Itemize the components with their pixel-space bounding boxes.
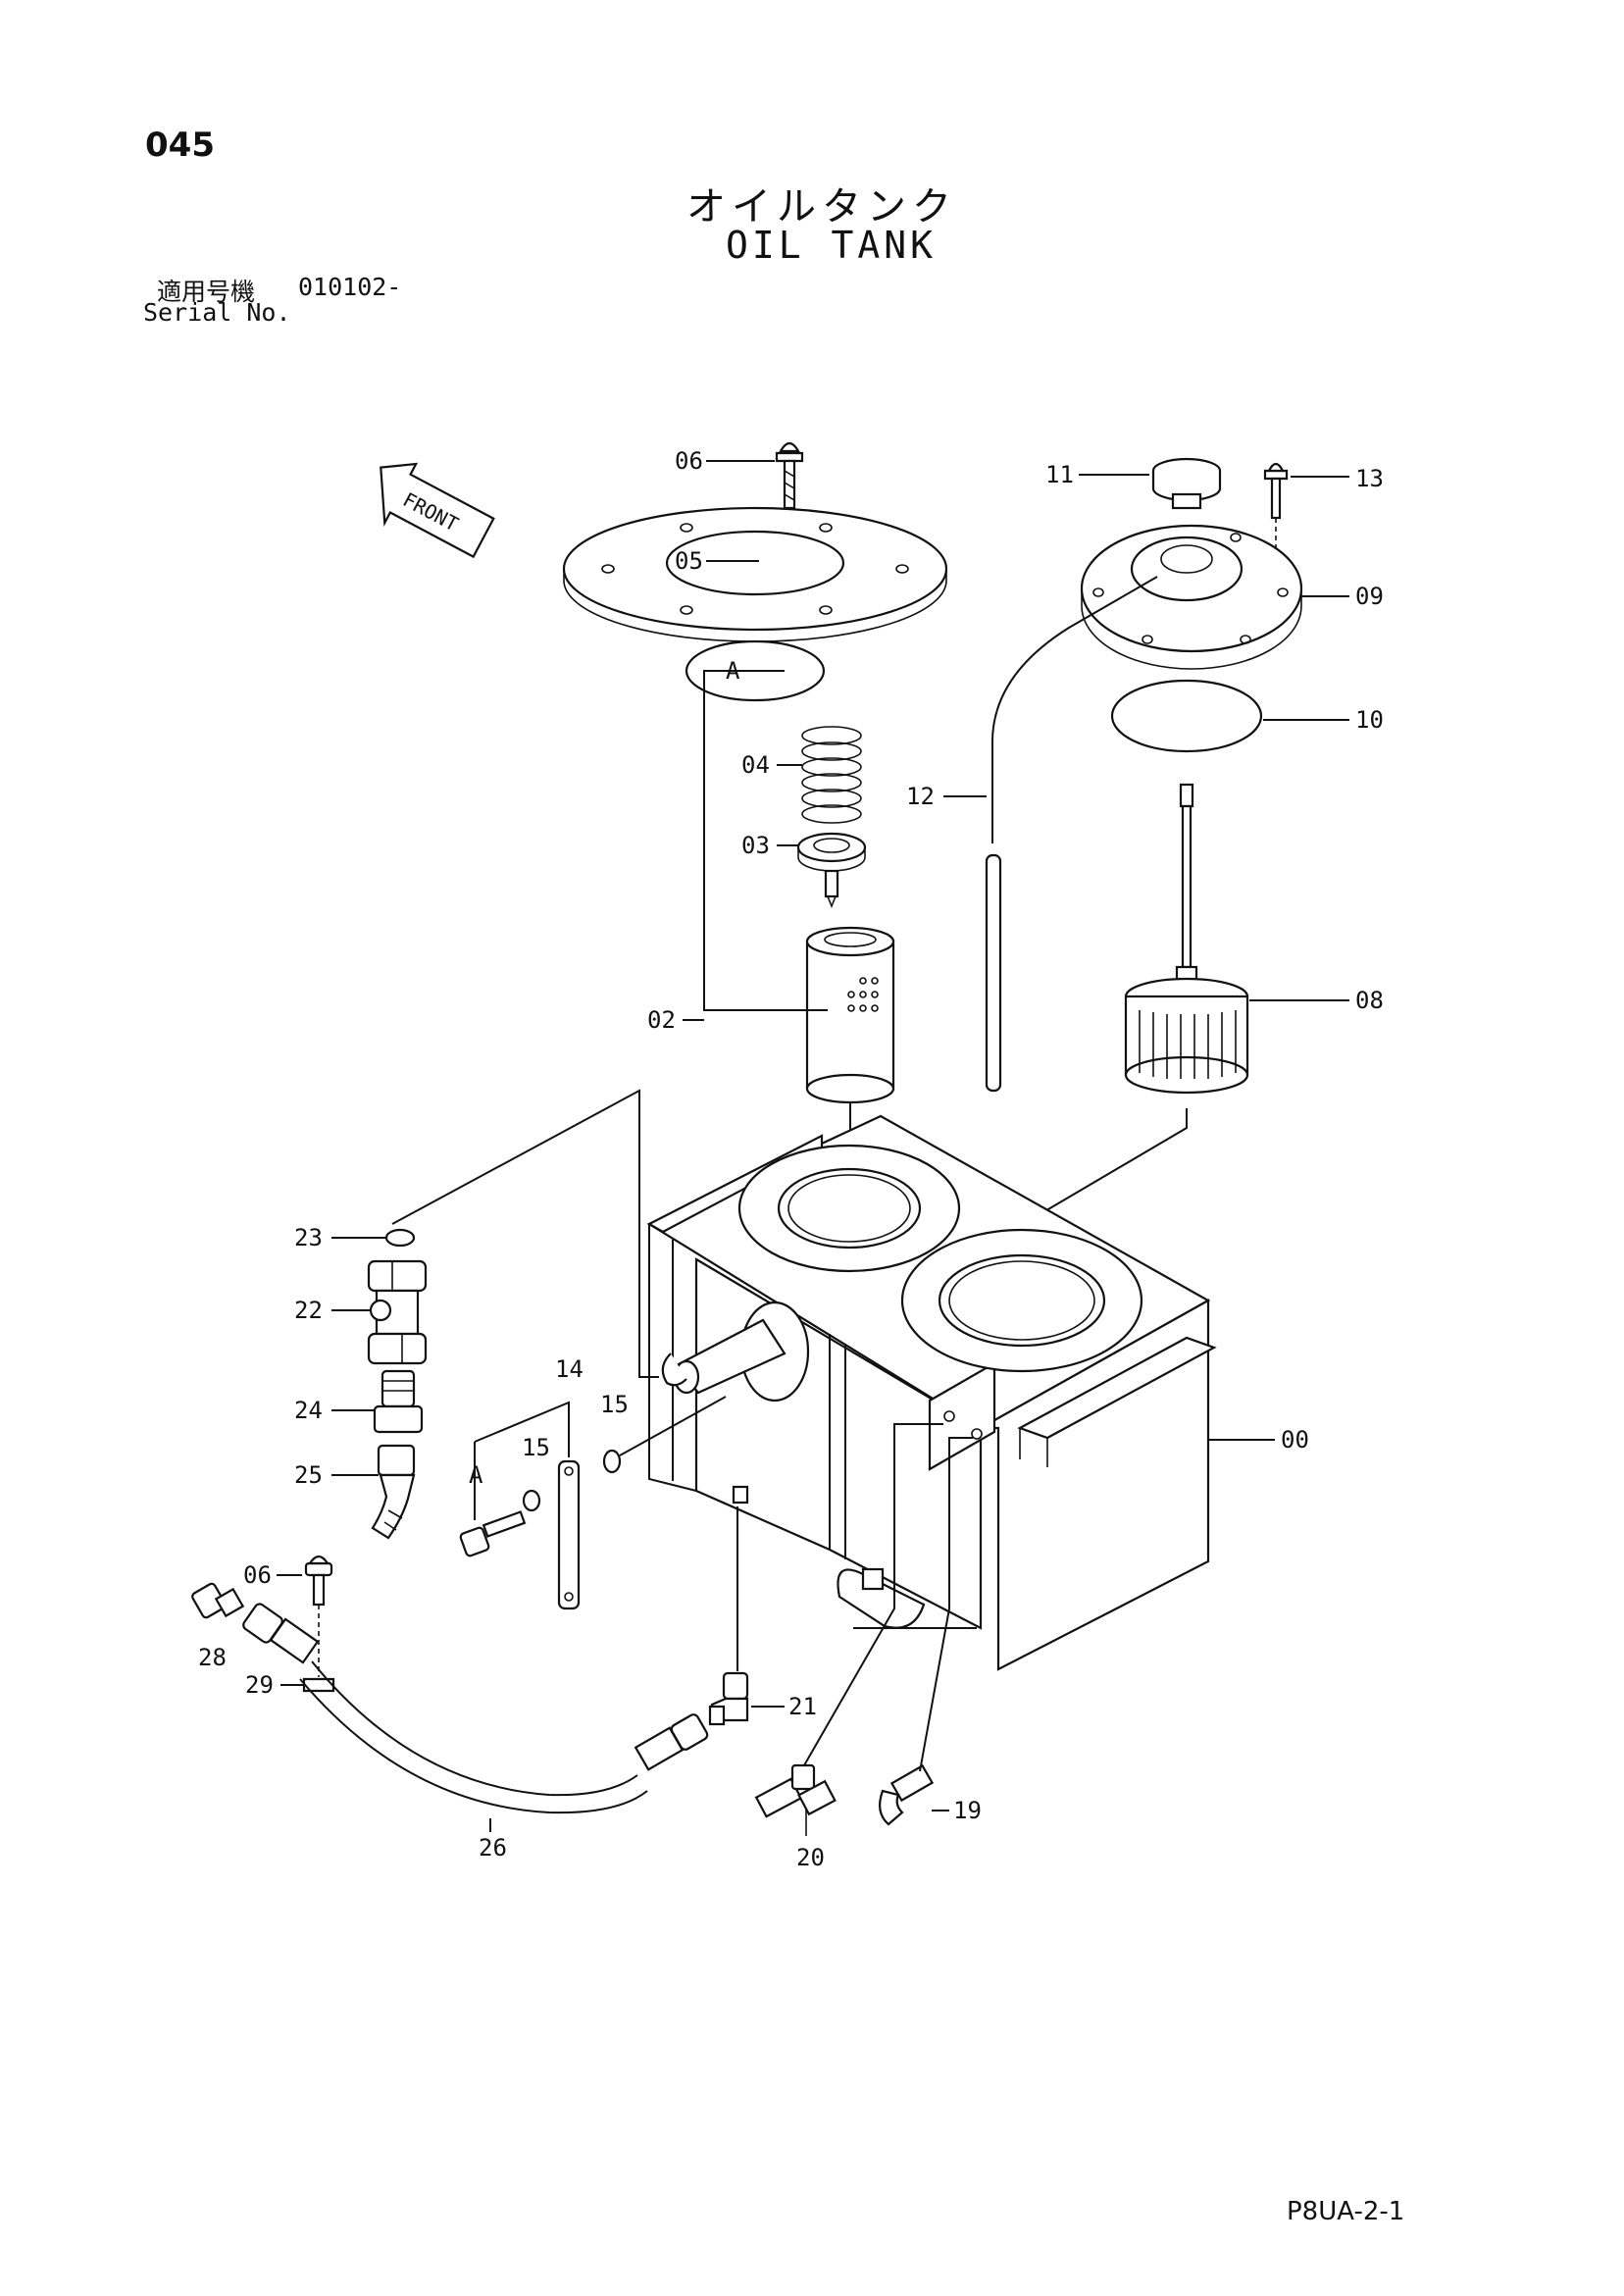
callout-23: 23 — [294, 1224, 323, 1251]
callout-15-lower: 15 — [522, 1434, 550, 1461]
serial-value: 010102- — [298, 273, 402, 301]
callout-14: 14 — [555, 1355, 584, 1383]
title-japanese: オイルタンク — [686, 184, 957, 230]
front-arrow-icon: FRONT — [380, 462, 495, 559]
callout-26: 26 — [479, 1834, 507, 1862]
leader-19-to-tank — [919, 1437, 973, 1772]
part-06-bolt-top — [775, 441, 804, 535]
part-15-washer-b — [522, 1489, 541, 1512]
callout-06-top: 06 — [675, 447, 703, 475]
part-02-filter-element — [805, 926, 895, 1104]
callout-25: 25 — [294, 1461, 323, 1489]
page-code: P8UA-2-1 — [1287, 2197, 1405, 2226]
leader-20-to-tank — [803, 1423, 943, 1766]
callout-08: 08 — [1355, 987, 1384, 1014]
part-03-seat — [796, 832, 867, 909]
part-21-elbow — [708, 1671, 749, 1726]
serial-label-japanese: 適用号機 — [157, 278, 256, 306]
callout-04: 04 — [741, 751, 770, 779]
callout-11: 11 — [1045, 461, 1074, 488]
leader-15-to-tank — [619, 1396, 727, 1456]
leader-23-to-tank — [391, 1089, 659, 1378]
leader-08-to-tank — [1019, 1108, 1188, 1227]
callout-13: 13 — [1355, 465, 1384, 492]
page-number: 045 — [145, 126, 215, 165]
callout-24: 24 — [294, 1397, 323, 1424]
bracket-a-02 — [703, 670, 828, 1011]
part-24-adapter — [373, 1369, 424, 1434]
part-13-bolt — [1263, 462, 1289, 549]
part-00-oil-tank — [646, 1114, 1217, 1671]
part-09-breather-base — [1080, 524, 1303, 670]
callout-28: 28 — [198, 1644, 227, 1671]
part-25-elbow — [371, 1444, 416, 1540]
part-12-hose-lower — [985, 853, 1002, 1093]
callout-29: 29 — [245, 1671, 274, 1699]
part-28-cap — [191, 1582, 245, 1619]
bracket-14 — [474, 1401, 570, 1457]
part-06-bolt-lower — [304, 1555, 333, 1677]
callout-19: 19 — [953, 1797, 982, 1824]
part-23-oring — [384, 1228, 416, 1248]
callout-a-gasket: A — [726, 657, 740, 685]
callout-a-bolt: A — [469, 1461, 483, 1489]
part-12-hose-upper-edge — [987, 577, 1002, 608]
callout-15-upper: 15 — [600, 1391, 629, 1418]
callout-22: 22 — [294, 1297, 323, 1324]
part-14-plate — [557, 1459, 581, 1610]
part-05-cover — [562, 506, 948, 642]
part-10-gasket — [1110, 679, 1263, 753]
part-29-clamp — [302, 1677, 335, 1693]
callout-12: 12 — [906, 783, 935, 810]
part-a-bolt — [459, 1510, 527, 1557]
part-26-hose — [242, 1603, 709, 1814]
serial-label-english: Serial No. — [143, 298, 291, 327]
part-08-strainer — [1124, 783, 1249, 1095]
part-04-spring — [801, 726, 862, 824]
callout-20: 20 — [796, 1844, 825, 1871]
callout-00: 00 — [1281, 1426, 1309, 1454]
callout-05: 05 — [675, 547, 703, 575]
part-20-tee — [754, 1763, 837, 1836]
callout-10: 10 — [1355, 706, 1384, 734]
callout-03: 03 — [741, 832, 770, 859]
part-22-fitting — [367, 1259, 428, 1365]
callout-02: 02 — [647, 1006, 676, 1034]
callout-09: 09 — [1355, 583, 1384, 610]
part-11-cap — [1151, 457, 1222, 510]
title-english: OIL TANK — [726, 224, 938, 267]
part-15-washer-a — [602, 1449, 622, 1474]
callout-06-lower: 06 — [243, 1561, 272, 1589]
part-19-elbow — [878, 1763, 935, 1826]
callout-21: 21 — [788, 1693, 817, 1720]
part-12-hose-upper — [990, 576, 1158, 843]
